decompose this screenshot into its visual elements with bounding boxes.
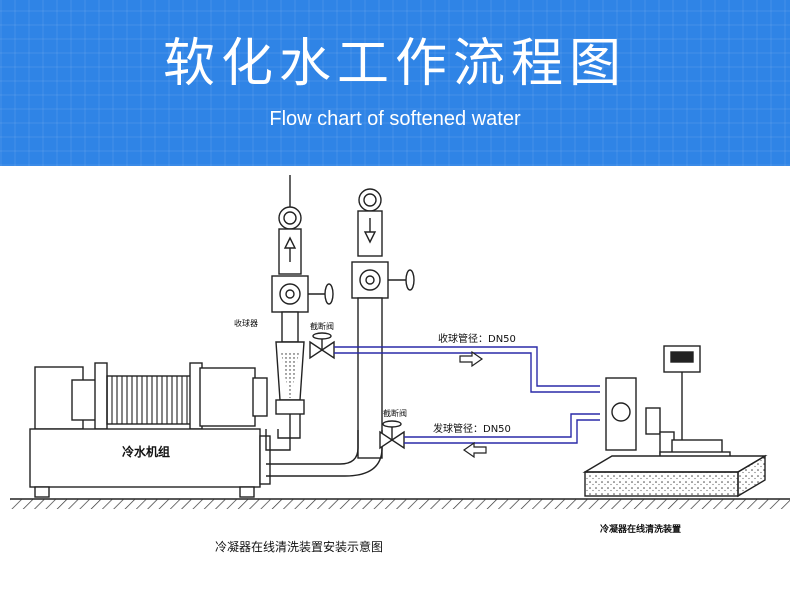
cleaning-device (603, 345, 731, 467)
collect-pipe (334, 346, 600, 393)
header-banner: 软化水工作流程图 Flow chart of softened water (0, 0, 790, 166)
valve-b-label: 截断阀 (383, 409, 407, 418)
device-label: 冷凝器在线清洗装置 (600, 525, 682, 535)
diagram-caption: 冷凝器在线清洗装置安装示意图 (215, 540, 384, 554)
flow-diagram: 收球器 截断阀 收球管径：DN50 截断阀 发球管径：DN50 冷水机组 冷凝器… (0, 166, 790, 609)
page-subtitle: Flow chart of softened water (269, 108, 521, 130)
chiller-unit (29, 362, 271, 498)
page-title: 软化水工作流程图 (162, 34, 627, 94)
chiller-label: 冷水机组 (122, 445, 171, 459)
valve-a (309, 332, 335, 360)
concrete-base (582, 454, 768, 498)
valve-a-label: 截断阀 (310, 322, 334, 331)
right-pipe-assembly (266, 188, 415, 477)
collect-pipe-label: 收球管径：DN50 (438, 334, 516, 345)
ground (10, 498, 790, 509)
valve-b (379, 420, 405, 450)
launch-pipe-label: 发球管径：DN50 (433, 424, 511, 435)
flow-arrows (459, 350, 487, 459)
collector-label: 收球器 (234, 319, 258, 328)
left-pipe-assembly (265, 175, 334, 451)
launch-pipe (404, 413, 600, 444)
